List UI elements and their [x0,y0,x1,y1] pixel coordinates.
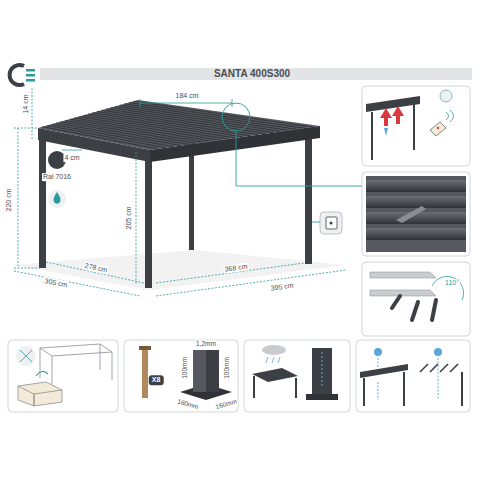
product-title: SANTA 400S300 [210,68,294,80]
remote-detail [366,90,454,160]
louvre-line [74,118,211,141]
floor-shadow [12,250,345,290]
anchor-bolt [139,346,151,398]
angle-label: 110° [444,279,460,287]
dimension-label: 395 cm [269,281,295,292]
dimension-label: 220 cm [5,188,13,213]
dimension-label: 14 cm [22,93,30,114]
quantity-label: X8 [149,375,164,385]
dimension-label: 4 cm [63,154,80,162]
assembly-icon [16,344,112,406]
dimension-label: 305 cm [43,277,69,289]
dimension-lines [14,88,346,296]
colour-code-label: Ral 7016 [42,173,72,181]
dimension-label: 100mm [181,356,188,380]
brand-logo [10,65,35,85]
dimension-label: 1,2mm [195,340,217,347]
sun-ventilation-detail [360,348,462,406]
louvre-line [124,104,296,129]
waterproof-icon [48,190,66,208]
louvre-line [120,105,289,130]
dimension-label: 205 cm [125,206,133,231]
dimension-label: 100mm [223,356,230,380]
louvre-rotation [370,272,464,320]
drainage-detail [252,345,338,400]
dimension-label: 184 cm [175,92,200,100]
louvre-line [133,101,312,127]
title-bar [40,68,472,80]
post-base [180,350,232,400]
callout-leaders [222,103,362,222]
detail-panels [8,86,470,412]
louvre-closeup [366,176,466,252]
pergola-roof [38,100,320,162]
louvre-line [129,103,305,129]
switch-icon [320,212,342,234]
